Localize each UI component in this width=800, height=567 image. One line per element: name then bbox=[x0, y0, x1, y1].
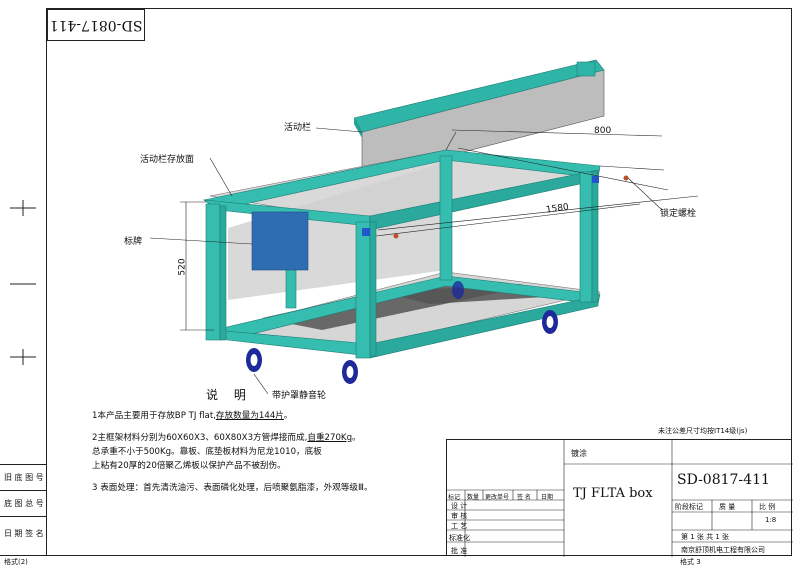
scale-label: 比 例 bbox=[759, 503, 776, 511]
label-wheels: 带护罩静音轮 bbox=[272, 391, 327, 401]
registration-marks bbox=[10, 200, 36, 365]
title-block-grid bbox=[447, 440, 793, 557]
scale-value: 1:8 bbox=[765, 516, 777, 524]
weight-label: 质 量 bbox=[719, 503, 736, 511]
label-bar-storage: 活动栏存放面 bbox=[140, 155, 195, 165]
label-nameplate: 标牌 bbox=[124, 237, 143, 247]
rev-header-qty: 数量 bbox=[467, 494, 480, 501]
label-locking-bolt: 锁定螺栓 bbox=[660, 209, 697, 219]
sheet-of: 第 1 张 共 1 张 bbox=[681, 533, 730, 541]
coating-label: 镀涂 bbox=[571, 449, 587, 458]
dim-width: 800 bbox=[594, 126, 612, 136]
bottom-shelf bbox=[212, 271, 601, 359]
lock-blocks bbox=[362, 175, 629, 239]
note-2-line3: 上粘有20厚的20倍聚乙烯板以保护产品不被刮伤。 bbox=[92, 461, 286, 471]
label-movable-bar: 活动栏 bbox=[284, 123, 312, 133]
company-name: 南京舒顶机电工程有限公司 bbox=[681, 546, 765, 554]
format-note: 格式(2) bbox=[4, 558, 28, 566]
rev-header-sign: 签 名 bbox=[517, 494, 531, 501]
wheels bbox=[246, 281, 558, 384]
notes-title: 说 明 bbox=[206, 388, 252, 402]
nameplate-panel bbox=[251, 211, 309, 271]
drawing-title: TJ FLTA box bbox=[573, 486, 653, 501]
stage-mark-label: 阶段标记 bbox=[675, 503, 703, 511]
role-standard: 标准化 bbox=[449, 534, 470, 542]
role-approve: 批 准 bbox=[451, 547, 468, 555]
side-row-3: 日 期 签 名 bbox=[4, 529, 44, 538]
role-design: 设 计 bbox=[451, 502, 468, 510]
title-block: 镀涂 TJ FLTA box SD-0817-411 阶段标记 质 量 比 例 … bbox=[446, 439, 793, 557]
side-row-2: 底 图 总 号 bbox=[4, 499, 44, 508]
role-process: 工 艺 bbox=[451, 522, 468, 530]
note-2-line2: 总承重不小于500Kg。靠板、底垫板材料为尼龙1010，底板 bbox=[92, 447, 322, 457]
notes-block: 1本产品主要用于存放BP TJ flat,存放数量为144片。 2主框架材料分别… bbox=[92, 410, 373, 496]
dim-height: 520 bbox=[177, 258, 188, 276]
rev-header-date: 日期 bbox=[541, 494, 554, 501]
drawing-code: SD-0817-411 bbox=[677, 472, 770, 488]
drawing-frame bbox=[46, 8, 792, 556]
note-2: 2主框架材料分别为60X60X3、60X80X3方管焊接而成,自重270Kg。 bbox=[92, 433, 361, 443]
side-row-1: 旧 底 图 号 bbox=[4, 473, 44, 482]
side-table: 旧 底 图 号 底 图 总 号 日 期 签 名 bbox=[0, 464, 46, 556]
role-review: 审 核 bbox=[451, 512, 468, 520]
note-1: 1本产品主要用于存放BP TJ flat,存放数量为144片。 bbox=[92, 411, 293, 421]
movable-bar bbox=[353, 59, 605, 179]
leader-lines bbox=[149, 127, 663, 395]
tolerance-note: 未注公差尺寸均按IT14级(js) bbox=[658, 427, 748, 435]
rev-header-change: 更改单号 bbox=[485, 494, 510, 501]
format-bottom: 格式 3 bbox=[680, 558, 701, 566]
rev-header-mark: 标记 bbox=[448, 494, 461, 501]
note-3: 3 表面处理：首先清洗油污、表面磷化处理，后喷聚氨脂漆，外观等级Ⅲ。 bbox=[92, 483, 373, 493]
